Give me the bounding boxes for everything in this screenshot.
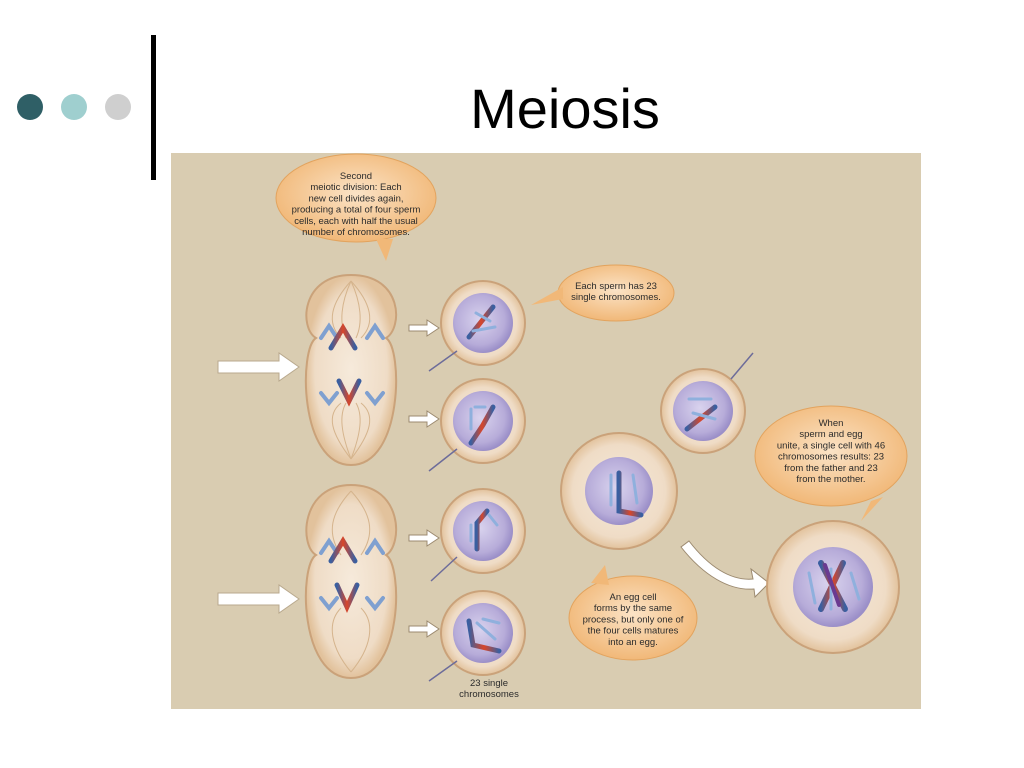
caption-fertilization-line: sperm and egg xyxy=(799,429,862,440)
caption-second-division-line: cells, each with half the usual xyxy=(294,216,418,227)
bottom-cell-body xyxy=(306,485,396,678)
caption-egg-cell-line: forms by the same xyxy=(594,603,672,614)
egg-cell xyxy=(561,433,677,549)
bullet-dot-dark xyxy=(17,94,43,120)
caption-second-division-line: meiotic division: Each xyxy=(310,182,401,193)
caption-fertilization-line: When xyxy=(819,418,844,429)
zygote-cell xyxy=(767,521,899,653)
caption-second-division-line: Second xyxy=(340,171,372,182)
caption-second-division-line: number of chromosomes. xyxy=(302,227,410,238)
caption-egg-cell-line: An egg cell xyxy=(609,592,656,603)
caption-second-division-line: new cell divides again, xyxy=(308,193,403,204)
caption-each-sperm-line: Each sperm has 23 xyxy=(575,281,657,292)
bullet-dot-gray xyxy=(105,94,131,120)
caption-egg-cell-line: process, but only one of xyxy=(583,614,684,625)
caption-egg-cell-line: into an egg. xyxy=(608,637,658,648)
top-cell-body xyxy=(306,275,396,465)
caption-fertilization-line: unite, a single cell with 46 xyxy=(777,440,885,451)
caption-fertilization-line: chromosomes results: 23 xyxy=(778,452,884,463)
caption-single-chromosomes-line: 23 single xyxy=(470,678,508,689)
title-divider-bar xyxy=(151,35,156,180)
caption-fertilization-line: from the mother. xyxy=(796,474,865,485)
caption-second-division-line: producing a total of four sperm xyxy=(292,205,421,216)
bullet-dot-teal xyxy=(61,94,87,120)
caption-single-chromosomes-line: chromosomes xyxy=(459,689,519,700)
caption-fertilization-line: from the father and 23 xyxy=(784,463,877,474)
caption-egg-cell-line: the four cells matures xyxy=(588,626,679,637)
slide-title: Meiosis xyxy=(380,76,750,141)
caption-each-sperm-line: single chromosomes. xyxy=(571,292,661,303)
